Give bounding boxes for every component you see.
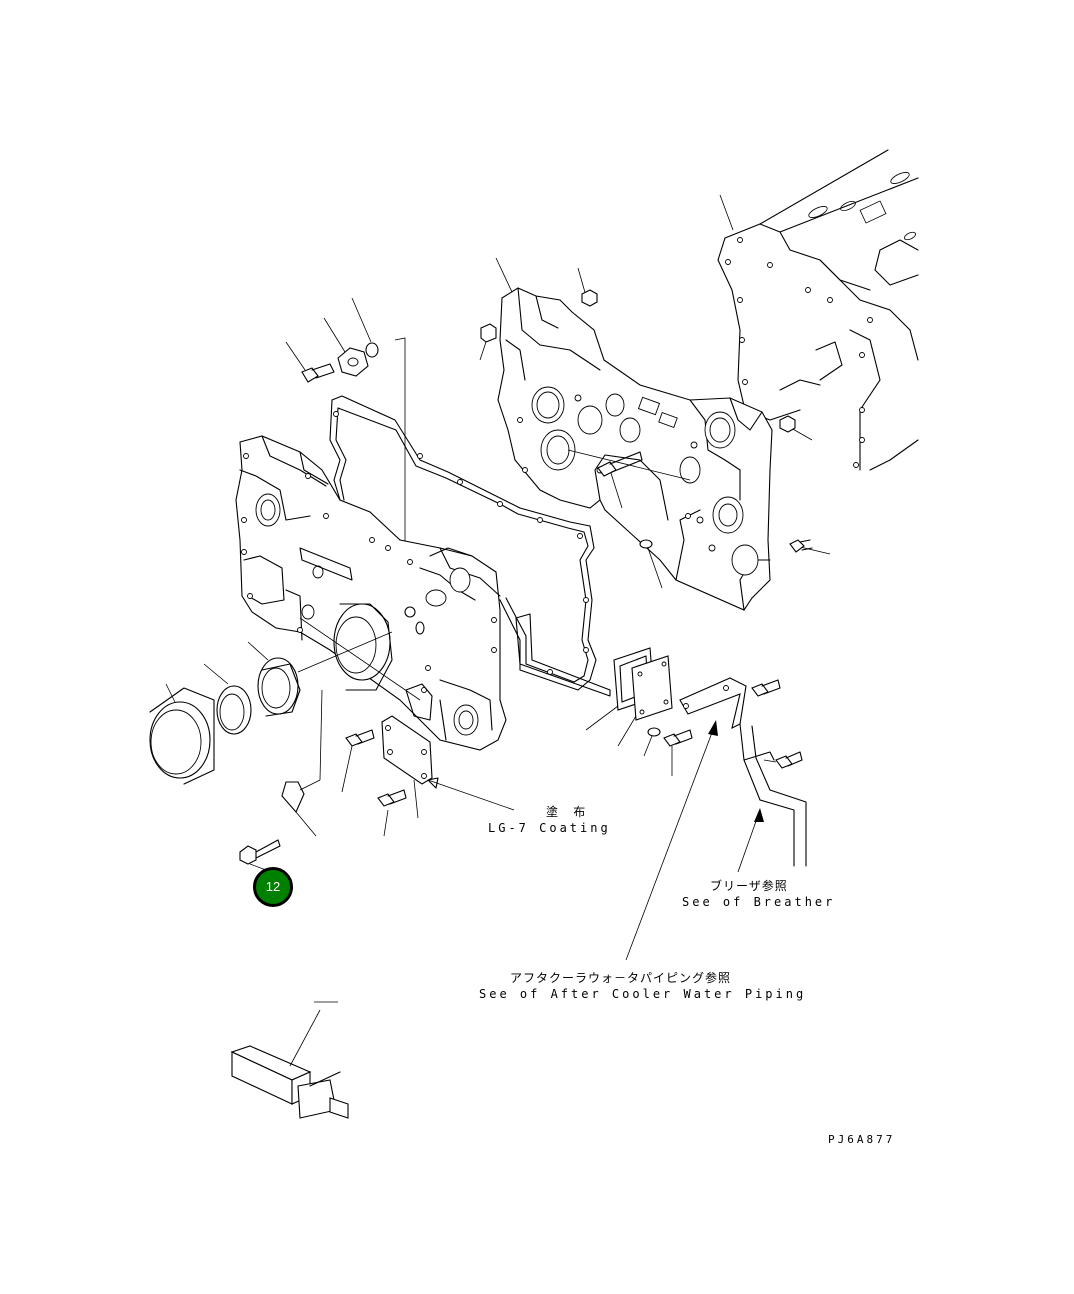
coating-label-jp: 塗 布 — [546, 805, 590, 819]
cover-bolts — [341, 729, 407, 837]
breather-bracket — [625, 677, 807, 961]
aftercooler-label-en: See of After Cooler Water Piping — [479, 987, 807, 1001]
breather-label-jp: ブリーザ参照 — [710, 879, 788, 893]
oil-seal-stack — [149, 617, 421, 785]
front-cover-gasket — [329, 337, 597, 691]
part-callout-12[interactable]: 12 — [253, 867, 293, 907]
installation-tool-detail — [230, 1001, 349, 1119]
front-small-gaskets — [515, 613, 693, 776]
aftercooler-label-jp: アフタクーラウォ－タパイピング参照 — [510, 971, 732, 985]
engine-block — [717, 149, 919, 471]
drawing-code: PJ6A877 — [828, 1133, 896, 1146]
pin-and-bolt — [239, 689, 323, 871]
breather-label-en: See of Breather — [682, 895, 836, 909]
o-ring — [404, 606, 425, 635]
coating-label-en: LG-7 Coating — [488, 821, 611, 835]
water-flange — [285, 297, 379, 383]
front-cover — [235, 435, 507, 751]
cover-plate — [381, 715, 515, 819]
housing-fasteners — [479, 289, 813, 553]
gear-housing — [495, 257, 831, 611]
